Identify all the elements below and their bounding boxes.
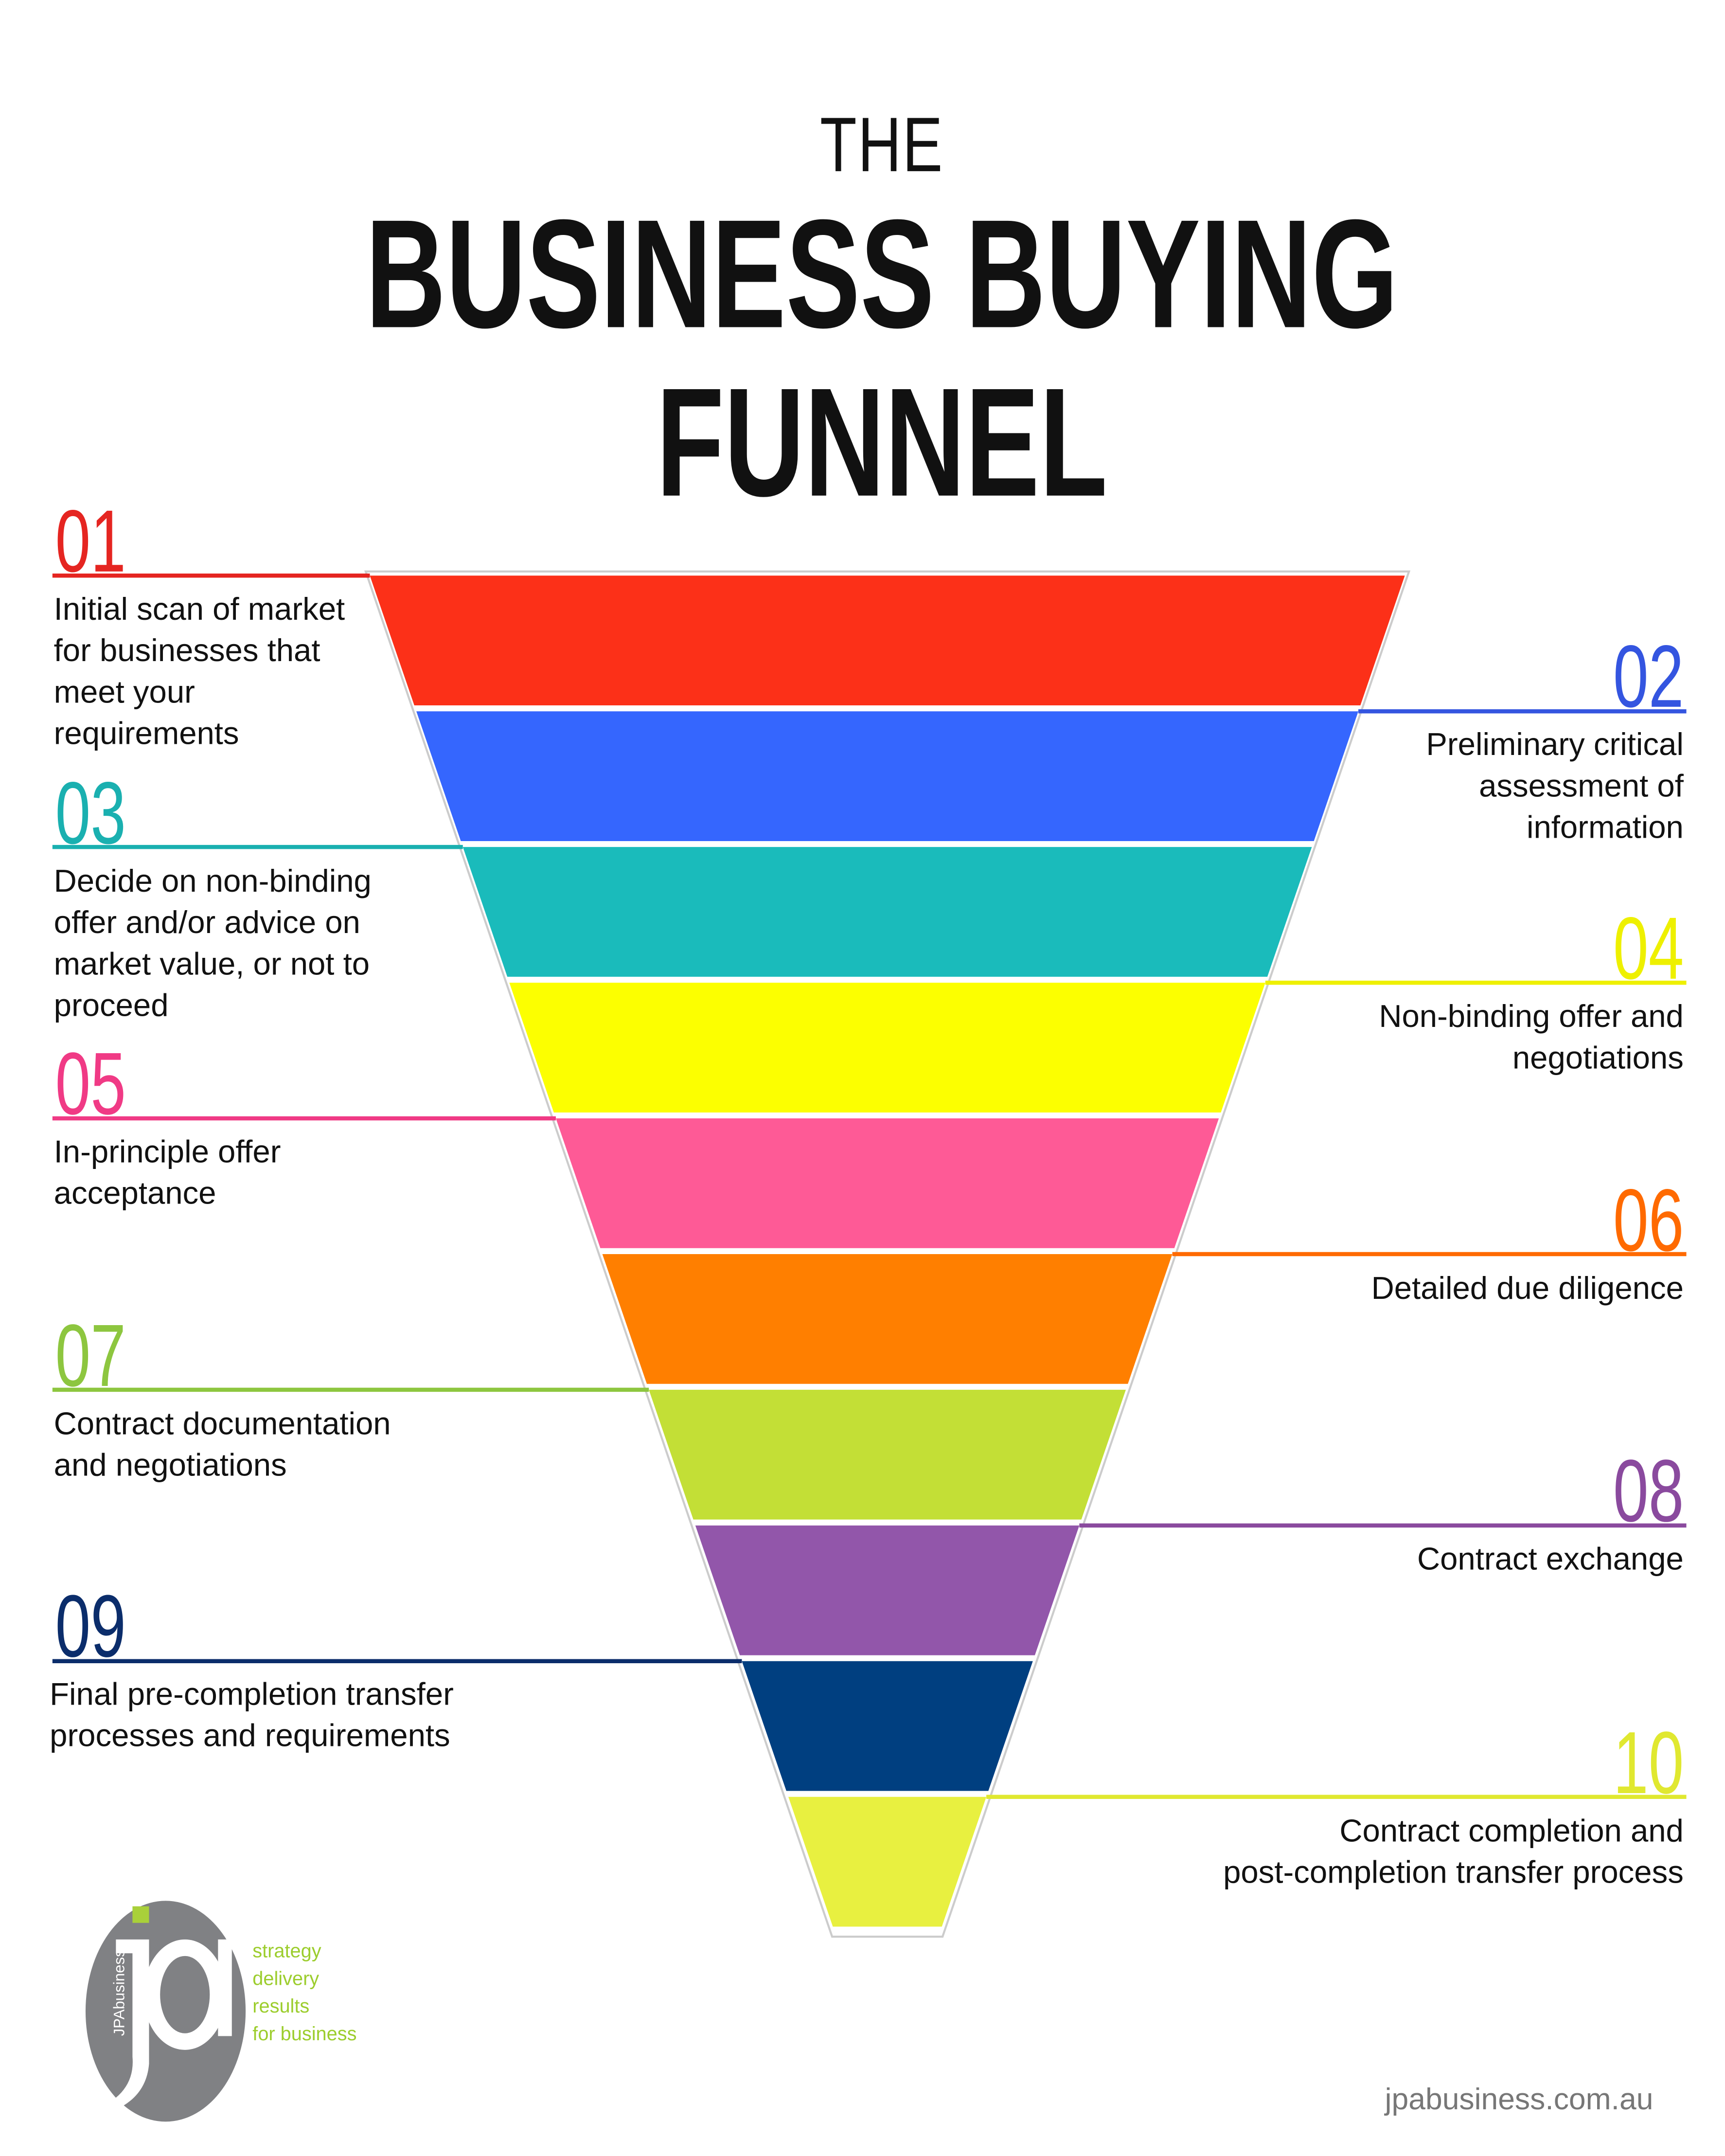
- title-business-buying: BUSINESS BUYING: [365, 187, 1398, 360]
- funnel-band-07: [649, 1389, 1126, 1520]
- description-line: market value, or not to: [53, 945, 370, 981]
- description-line: requirements: [53, 715, 239, 751]
- step-number-06: 06: [1613, 1169, 1684, 1270]
- step-number-08: 08: [1613, 1441, 1684, 1541]
- description-line: and negotiations: [53, 1446, 287, 1483]
- description-line: acceptance: [53, 1175, 216, 1211]
- step-description-07: Contract documentation and negotiations: [54, 1402, 391, 1485]
- tagline-results: results: [252, 1994, 310, 2017]
- funnel-band-08: [695, 1525, 1080, 1655]
- step-number-07: 07: [55, 1305, 126, 1405]
- description-line: for businesses that: [53, 632, 320, 668]
- step-description-06: Detailed due diligence: [1371, 1266, 1684, 1308]
- description-line: Preliminary critical: [1426, 726, 1684, 763]
- funnel-band-03: [462, 847, 1312, 977]
- description-line: In-principle offer: [53, 1133, 281, 1169]
- step-number-09: 09: [55, 1577, 126, 1676]
- funnel-band-09: [742, 1661, 1033, 1791]
- step-description-10: Contract completion and post-completion t…: [1223, 1809, 1684, 1892]
- step-description-02: Preliminary critical assessment of informa…: [1426, 724, 1683, 848]
- description-line: information: [1527, 809, 1684, 845]
- tagline-strategy: strategy: [252, 1939, 321, 1962]
- svg-text:JPAbusiness: JPAbusiness: [110, 1949, 127, 2036]
- funnel-band-01: [370, 575, 1405, 706]
- logo-tagline: strategy delivery results for business: [252, 1937, 418, 2047]
- description-line: Final pre-completion transfer: [50, 1676, 454, 1712]
- step-description-09: Final pre-completion transfer processes a…: [50, 1673, 454, 1756]
- description-line: Non-binding offer and: [1379, 998, 1684, 1034]
- step-number-03: 03: [55, 763, 126, 862]
- description-line: processes and requirements: [50, 1718, 450, 1754]
- description-line: post-completion transfer process: [1223, 1853, 1684, 1889]
- funnel-band-10: [788, 1797, 987, 1927]
- jpa-logo-mark-icon: JPAbusiness: [85, 1901, 246, 2122]
- step-description-01: Initial scan of market for businesses tha…: [54, 588, 345, 754]
- description-line: Initial scan of market: [53, 591, 345, 627]
- step-number-04: 04: [1613, 898, 1684, 998]
- description-line: Detailed due diligence: [1371, 1269, 1684, 1305]
- step-number-10: 10: [1613, 1712, 1684, 1812]
- step-description-05: In-principle offer acceptance: [54, 1131, 281, 1214]
- description-line: meet your: [53, 673, 195, 710]
- step-number-02: 02: [1613, 627, 1684, 727]
- title-the: THE: [819, 101, 944, 188]
- description-line: Contract exchange: [1417, 1541, 1684, 1577]
- description-line: Contract completion and: [1339, 1812, 1684, 1848]
- funnel-band-04: [509, 983, 1265, 1113]
- funnel-band-06: [602, 1254, 1173, 1384]
- step-number-01: 01: [55, 491, 126, 591]
- description-line: Contract documentation: [53, 1405, 391, 1441]
- description-line: negotiations: [1512, 1039, 1684, 1076]
- website-url[interactable]: jpabusiness.com.au: [1385, 2082, 1654, 2117]
- step-description-04: Non-binding offer and negotiations: [1379, 995, 1684, 1078]
- jpa-logo: JPAbusiness strategy delivery results fo…: [83, 1898, 356, 2126]
- description-line: proceed: [53, 986, 169, 1023]
- description-line: offer and/or advice on: [53, 903, 360, 940]
- title-funnel: FUNNEL: [656, 356, 1108, 529]
- tagline-delivery: delivery: [252, 1967, 320, 1989]
- description-line: Decide on non-binding: [53, 862, 372, 898]
- step-number-05: 05: [55, 1034, 126, 1134]
- tagline-for-business: for business: [252, 2022, 357, 2045]
- funnel-band-05: [555, 1118, 1219, 1248]
- funnel-band-02: [416, 711, 1359, 841]
- step-description-08: Contract exchange: [1417, 1538, 1684, 1579]
- description-line: assessment of: [1479, 768, 1684, 804]
- step-description-03: Decide on non-binding offer and/or advice…: [54, 860, 372, 1025]
